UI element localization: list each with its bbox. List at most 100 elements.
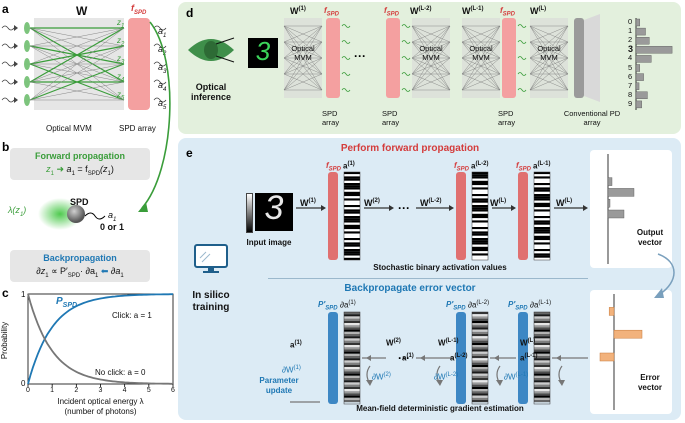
- activation-row: [344, 395, 360, 398]
- layer-label: ∂a(L-1): [530, 300, 552, 310]
- activation-row: [344, 334, 360, 337]
- activation-row: [534, 244, 550, 247]
- activation-row: [534, 253, 550, 256]
- activation-row: [534, 242, 550, 245]
- d-hist-bars: [635, 18, 673, 110]
- spd-out-wave: [401, 24, 411, 28]
- digit-d: 3: [255, 36, 271, 66]
- grad-arrow-head: [558, 380, 565, 386]
- arrow-head: [494, 355, 499, 361]
- pspd-bar: [456, 312, 466, 404]
- layer-label: a(L-1): [520, 353, 538, 363]
- ellipsis: ···: [354, 49, 366, 63]
- mvm-line: [411, 41, 451, 91]
- activation-row: [344, 172, 360, 175]
- activation-row: [344, 185, 360, 188]
- weight-label: W(L-2): [410, 6, 432, 16]
- grad-arrow-head: [366, 380, 373, 386]
- activation-row: [534, 356, 550, 359]
- fspd-label: fSPD: [500, 6, 516, 18]
- fspd-label: fSPD: [326, 161, 342, 173]
- layer-label: W(L-2): [420, 198, 442, 208]
- output-vector-chart: [607, 154, 635, 264]
- activation-row: [472, 227, 488, 230]
- mvm-line: [411, 25, 451, 59]
- x-tick-label: 6: [171, 387, 175, 394]
- spd-out-wave: [341, 56, 351, 60]
- digit-label: 7: [628, 80, 633, 90]
- activation-row: [472, 249, 488, 252]
- pspd-label: PSPD: [56, 296, 78, 309]
- err-bar: [599, 352, 615, 362]
- spd-out-wave: [401, 56, 411, 60]
- mvm-line: [283, 25, 323, 91]
- activation-row: [344, 231, 360, 234]
- output-vector-bars: [607, 154, 635, 264]
- activation-row: [344, 320, 360, 323]
- activation-row: [344, 224, 360, 227]
- activation-row: [344, 358, 360, 361]
- activation-frame: [471, 171, 489, 261]
- spd-out-wave: [517, 72, 527, 76]
- a1-output-label: a1: [108, 210, 117, 223]
- fspd-label-a: fSPD: [131, 3, 147, 16]
- activation-row: [472, 349, 488, 352]
- activation-row: [472, 240, 488, 243]
- output-wave: [153, 25, 167, 31]
- activation-row: [472, 238, 488, 241]
- pspd-curve: [27, 293, 173, 385]
- err-bar: [608, 307, 615, 316]
- input-arrow: [14, 25, 18, 31]
- mvm-line: [29, 45, 125, 101]
- activation-row: [472, 389, 488, 392]
- x-tick-label: 4: [122, 387, 127, 394]
- activation-row: [472, 356, 488, 359]
- x-tick-label: 1: [50, 387, 55, 394]
- activation-row: [472, 213, 488, 216]
- click-label: Click: a = 1: [112, 311, 152, 320]
- activation-row: [472, 380, 488, 383]
- pspd-label: P′SPD: [446, 300, 466, 312]
- activation-row: [472, 360, 488, 363]
- activation-row: [534, 227, 550, 230]
- pspd-label: P′SPD: [508, 300, 528, 312]
- a-label: a4: [158, 80, 167, 93]
- activation-row: [534, 187, 550, 190]
- hist-bar: [635, 27, 646, 36]
- activation-row: [534, 240, 550, 243]
- spd-out-wave: [341, 72, 351, 76]
- activation-row: [472, 345, 488, 348]
- activation-row: [534, 338, 550, 341]
- activation-row: [534, 382, 550, 385]
- activation-row: [344, 235, 360, 238]
- fspd-bar: [518, 172, 528, 260]
- probability-plot: [27, 293, 174, 387]
- activation-row: [534, 211, 550, 214]
- digit-label: 2: [628, 35, 633, 45]
- activation-row: [344, 213, 360, 216]
- activation-row: [344, 327, 360, 330]
- noclick-curve: [27, 293, 173, 385]
- mvm-line: [529, 25, 569, 91]
- c-xlabel-2: (number of photons): [64, 407, 137, 416]
- activation-row: [534, 342, 550, 345]
- activation-row: [344, 251, 360, 254]
- activation-row: [472, 386, 488, 389]
- mvm-line: [529, 25, 569, 75]
- z-label: z1: [117, 18, 125, 30]
- a-label: a1: [158, 26, 167, 39]
- z-label: z5: [117, 90, 125, 102]
- input-arrow: [14, 43, 18, 49]
- activation-row: [534, 360, 550, 363]
- activation-row: [344, 397, 360, 400]
- activation-row: [534, 389, 550, 392]
- activation-row: [534, 178, 550, 181]
- activation-row: [472, 334, 488, 337]
- mvm-line: [411, 25, 451, 91]
- activation-row: [534, 196, 550, 199]
- activation-row: [344, 191, 360, 194]
- activation-row: [534, 323, 550, 326]
- activation-row: [472, 222, 488, 225]
- hist-bar: [635, 100, 642, 109]
- spd-array-label: SPD array: [322, 109, 340, 127]
